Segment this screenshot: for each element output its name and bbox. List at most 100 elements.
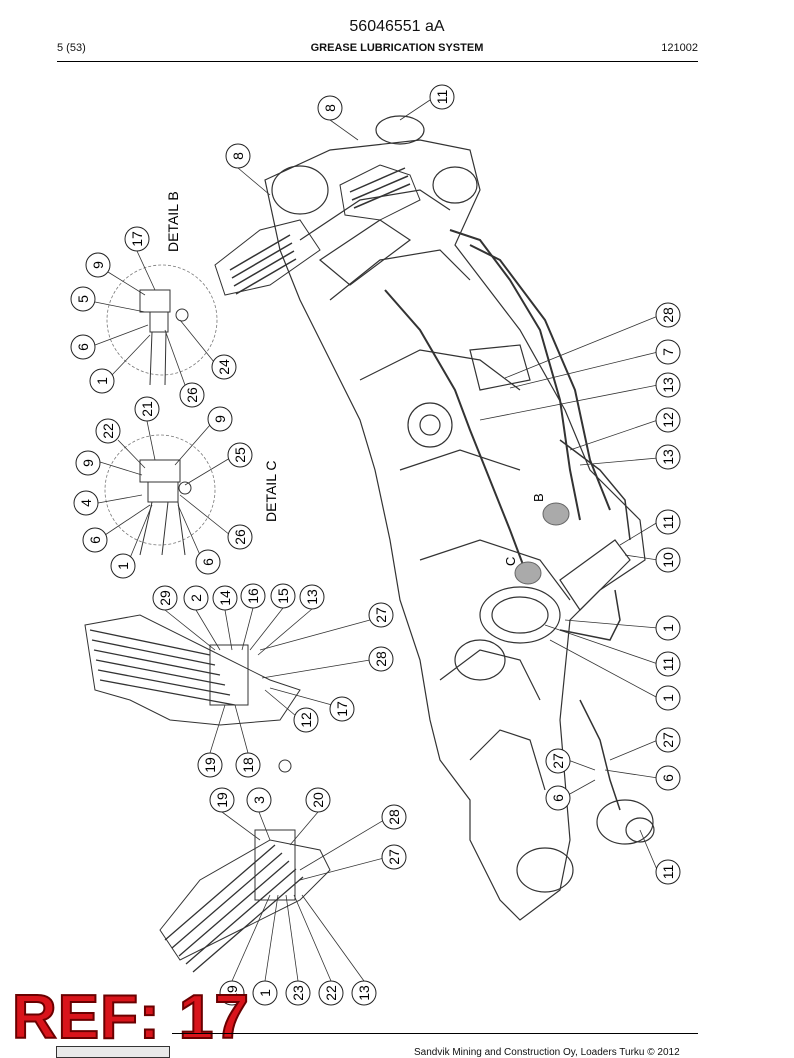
callout-circle [655, 302, 681, 328]
callout-number: 24 [216, 359, 232, 375]
callout-number: 1 [94, 377, 110, 385]
callout-circle [219, 980, 245, 1006]
callout-circle [225, 143, 251, 169]
callout-4: 4 [73, 490, 99, 516]
callout-11: 11 [655, 509, 681, 535]
callout-circle [655, 859, 681, 885]
callout-circle [381, 804, 407, 830]
callout-number: 5 [75, 295, 91, 303]
callout-number: 29 [224, 985, 240, 1001]
callout-circle [197, 752, 223, 778]
callout-circle [655, 765, 681, 791]
callout-13: 13 [351, 980, 377, 1006]
callout-18: 18 [235, 752, 261, 778]
page-number: 5 (53) [57, 42, 86, 54]
callout-number: 23 [290, 985, 306, 1001]
callout-circle [227, 524, 253, 550]
callout-25: 25 [227, 442, 253, 468]
callout-circle [655, 615, 681, 641]
callout-circle [655, 372, 681, 398]
callout-6: 6 [545, 785, 571, 811]
callout-number: 27 [550, 753, 566, 769]
doc-date: 121002 [661, 42, 698, 54]
callout-1: 1 [89, 368, 115, 394]
callout-circle [227, 442, 253, 468]
callout-number: 27 [386, 849, 402, 865]
callout-number: 7 [660, 348, 676, 356]
callout-number: 11 [660, 657, 676, 672]
callout-12: 12 [293, 707, 319, 733]
callout-11: 11 [655, 651, 681, 677]
callout-circle [183, 585, 209, 611]
callout-number: 11 [660, 865, 676, 880]
callout-circle [293, 707, 319, 733]
callout-circle [655, 685, 681, 711]
callout-number: 11 [434, 90, 450, 105]
callout-circle [368, 646, 394, 672]
callout-14: 14 [212, 585, 238, 611]
callout-26: 26 [227, 524, 253, 550]
callout-number: 28 [660, 307, 676, 323]
callout-circle [318, 980, 344, 1006]
callout-circle [75, 450, 101, 476]
footer-rule [172, 1033, 698, 1034]
callout-circle [655, 339, 681, 365]
callout-number: 26 [232, 529, 248, 545]
callout-circle [70, 334, 96, 360]
callout-1: 1 [655, 615, 681, 641]
callout-number: 25 [232, 447, 248, 463]
callout-circle [252, 980, 278, 1006]
callout-16: 16 [240, 583, 266, 609]
marker-b-label: B [531, 493, 546, 502]
callout-number: 14 [217, 590, 233, 606]
callout-29: 29 [219, 980, 245, 1006]
callout-number: 10 [660, 552, 676, 568]
callout-number: 17 [129, 231, 145, 247]
company-logo [56, 1046, 170, 1058]
callout-28: 28 [381, 804, 407, 830]
callout-19: 19 [209, 787, 235, 813]
callout-number: 3 [251, 796, 267, 804]
callout-29: 29 [152, 585, 178, 611]
section-title: GREASE LUBRICATION SYSTEM [310, 42, 484, 54]
callout-circle [429, 84, 455, 110]
callout-13: 13 [655, 444, 681, 470]
callout-circle [85, 252, 111, 278]
callout-number: 6 [200, 558, 216, 566]
callout-6: 6 [195, 549, 221, 575]
callout-circle [89, 368, 115, 394]
callout-circle [207, 406, 233, 432]
callout-number: 16 [245, 588, 261, 604]
callout-number: 1 [115, 562, 131, 570]
leader-lines [94, 99, 659, 982]
callout-5: 5 [70, 286, 96, 312]
callout-circle [655, 547, 681, 573]
callout-number: 4 [78, 499, 94, 507]
callout-circle [655, 407, 681, 433]
callout-circle [285, 980, 311, 1006]
callout-6: 6 [655, 765, 681, 791]
callout-number: 28 [386, 809, 402, 825]
boom-outline [264, 115, 655, 921]
callout-number: 22 [100, 423, 116, 439]
callout-13: 13 [655, 372, 681, 398]
callout-number: 9 [212, 415, 228, 423]
callout-number: 12 [660, 412, 676, 428]
callout-number: 8 [322, 104, 338, 112]
callout-6: 6 [82, 527, 108, 553]
callout-circle [368, 602, 394, 628]
ref-stamp: REF: 17 [11, 982, 250, 1053]
callout-number: 13 [356, 985, 372, 1001]
callout-circle [82, 527, 108, 553]
callout-number: 6 [75, 343, 91, 351]
callout-number: 21 [139, 401, 155, 417]
callout-circle [545, 785, 571, 811]
callout-circle [305, 787, 331, 813]
callout-circle [212, 585, 238, 611]
callout-9: 9 [207, 406, 233, 432]
callout-number: 13 [660, 449, 676, 465]
callout-28: 28 [368, 646, 394, 672]
callout-number: 27 [373, 607, 389, 623]
